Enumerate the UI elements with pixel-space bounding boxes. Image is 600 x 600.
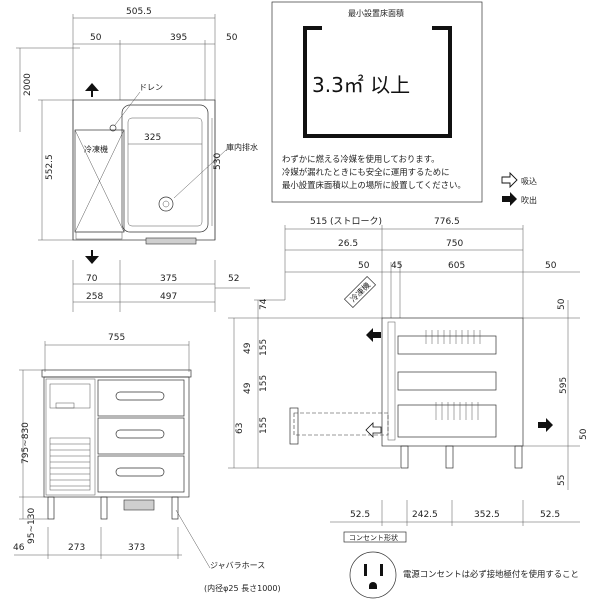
dim-side-50a: 50 (358, 261, 370, 271)
dim-side-r50a: 50 (557, 298, 567, 310)
dim-top-530: 530 (213, 153, 223, 170)
hose-spec: (内径φ25 長さ1000) (204, 583, 281, 593)
bottom-exhaust-arrow-icon (85, 250, 99, 264)
extended-drawer (293, 412, 389, 436)
dim-side-r55: 55 (557, 475, 567, 486)
dim-side-49a: 49 (243, 342, 253, 354)
internal-drain-icon (158, 196, 174, 212)
side-view: 515 (ストローク) 776.5 26.5 750 50 45 605 50 … (228, 216, 589, 526)
exhaust-label: 吹出 (521, 195, 537, 205)
dim-front-95: 95~130 (27, 508, 37, 544)
dim-side-750: 750 (446, 239, 463, 249)
dim-side-b52a: 52.5 (350, 510, 370, 520)
dim-top-325: 325 (144, 133, 161, 143)
dim-side-45: 45 (391, 261, 402, 271)
dim-front-273: 273 (68, 543, 85, 553)
intake-arrow-icon (501, 171, 518, 189)
internal-drain-label: 庫内排水 (226, 142, 258, 152)
side-intake-left-icon (365, 422, 382, 438)
min-area-panel: 最小設置床面積 3.3㎡ 以上 わずかに燃える冷媒を使用しております。 冷媒が漏… (271, 1, 483, 203)
drawer-1 (97, 379, 185, 417)
dim-front-755: 755 (108, 333, 125, 343)
exhaust-arrow-icon (502, 192, 517, 206)
side-tray-3 (397, 404, 497, 438)
outlet-section: コンセント形状 電源コンセントは必ず接地極付を使用すること (343, 531, 579, 599)
intake-label: 吸込 (521, 177, 537, 186)
min-area-title: 最小設置床面積 (348, 8, 404, 18)
dim-top-552: 552.5 (45, 154, 55, 180)
drain-icon (109, 124, 117, 132)
side-grille (425, 330, 481, 420)
dim-top-505: 505.5 (126, 7, 152, 17)
freezer-tag: 冷凍機 (343, 275, 377, 309)
dim-side-r50b: 50 (579, 428, 589, 440)
dim-top-50b: 50 (226, 33, 238, 43)
side-tray-2 (397, 371, 497, 391)
min-area-value: 3.3㎡ 以上 (312, 73, 410, 97)
drawer-3 (97, 455, 185, 493)
drawer-2 (97, 417, 185, 455)
front-grille (49, 437, 91, 491)
dim-side-r595: 595 (559, 377, 569, 394)
side-body (381, 317, 524, 447)
dim-top-2000: 2000 (23, 73, 33, 96)
airflow-legend: 吸込 吹出 (501, 171, 537, 206)
inner-tub (121, 104, 209, 233)
dim-side-776: 776.5 (434, 217, 460, 227)
min-area-note-1: わずかに燃える冷媒を使用しております。 (282, 154, 440, 164)
front-body (43, 376, 190, 498)
hose-label: ジャバラホース (210, 561, 265, 570)
dim-side-155c: 155 (259, 417, 269, 434)
dim-top-375: 375 (160, 274, 177, 284)
side-exhaust-right-icon (538, 418, 553, 432)
dim-front-373: 373 (128, 543, 145, 553)
dim-top-70: 70 (86, 274, 98, 284)
freezer-label: 冷凍機 (84, 144, 108, 154)
dim-side-b352: 352.5 (474, 510, 500, 520)
dim-side-50b: 50 (545, 261, 557, 271)
dim-top-52: 52 (228, 274, 239, 284)
dim-side-26: 26.5 (338, 239, 358, 249)
dim-side-49b: 49 (243, 382, 253, 394)
drawer-handle-icon (115, 391, 165, 401)
dim-side-b242: 242.5 (412, 510, 438, 520)
dim-front-46: 46 (13, 543, 25, 553)
dim-side-63: 63 (235, 423, 245, 434)
drawer-handle-icon (115, 467, 165, 477)
front-view: 755 (13, 333, 281, 593)
outlet-icon (349, 551, 397, 599)
min-area-note-2: 冷媒が漏れたときにも安全に運用するために (282, 167, 450, 177)
dim-top-258: 258 (86, 292, 103, 302)
dim-side-515: 515 (ストローク) (310, 216, 382, 227)
side-exhaust-left-icon (366, 328, 381, 342)
dim-top-50a: 50 (90, 33, 102, 43)
outlet-caption: コンセント形状 (349, 533, 398, 542)
outlet-note: 電源コンセントは必ず接地極付を使用すること (403, 569, 579, 579)
drawer-handle-icon (115, 429, 165, 439)
top-view: 505.5 50 395 50 2000 552.5 冷凍機 ドレン 庫内排水 (16, 7, 258, 312)
dim-side-155a: 155 (259, 339, 269, 356)
dim-side-74: 74 (259, 298, 269, 310)
front-top-plate (41, 369, 192, 378)
dim-top-395: 395 (170, 33, 187, 43)
top-exhaust-arrow-icon (85, 83, 99, 97)
drain-label: ドレン (139, 83, 163, 92)
dim-front-795: 795~830 (21, 422, 31, 464)
dim-side-155b: 155 (259, 375, 269, 392)
side-tray-1 (397, 335, 497, 355)
dim-top-497: 497 (160, 292, 177, 302)
dim-side-605: 605 (448, 261, 465, 271)
min-area-note-3: 最小設置床面積以上の場所に設置してください。 (282, 180, 466, 190)
dim-side-b52b: 52.5 (540, 510, 560, 520)
